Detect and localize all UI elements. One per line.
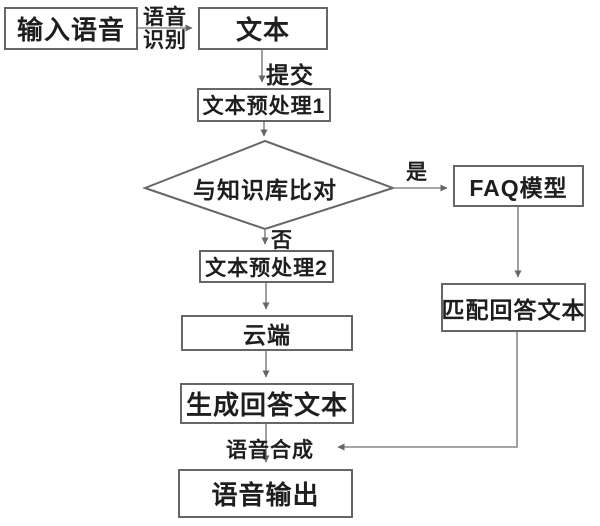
edge-label-no: 否	[271, 229, 293, 252]
edge-label-speech-recognition-line2: 识别	[143, 29, 187, 52]
node-text-preprocess-2: 文本预处理2	[199, 250, 334, 283]
node-faq-model: FAQ模型	[453, 165, 584, 207]
connector-match-to-synthesis-arrow	[337, 332, 518, 451]
edge-label-speech-recognition: 语音 识别	[141, 6, 189, 52]
node-decision-compare-knowledge-base: 与知识库比对	[193, 177, 337, 203]
node-text-preprocess-1: 文本预处理1	[197, 88, 331, 122]
edge-label-speech-synthesis: 语音合成	[226, 439, 314, 462]
node-cloud: 云端	[181, 315, 353, 351]
node-speech-output: 语音输出	[178, 469, 353, 518]
edge-label-submit: 提交	[266, 62, 314, 88]
node-match-answer-text: 匹配回答文本	[441, 283, 586, 332]
node-generate-answer-text: 生成回答文本	[180, 383, 354, 424]
node-text: 文本	[198, 7, 328, 50]
node-input-speech: 输入语音	[4, 7, 138, 50]
edge-label-yes: 是	[406, 161, 428, 184]
edge-label-speech-recognition-line1: 语音	[143, 6, 187, 29]
